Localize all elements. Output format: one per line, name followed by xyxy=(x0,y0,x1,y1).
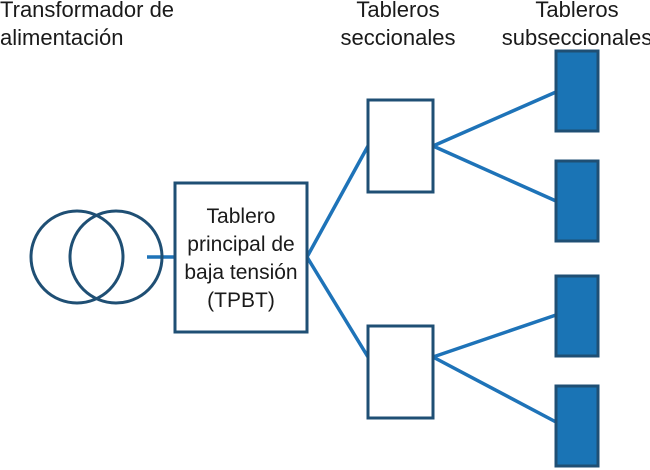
main-board-label-line4: (TPBT) xyxy=(207,289,275,312)
subsectional-label-line2: subseccionales xyxy=(502,25,650,50)
subsectional-board-2 xyxy=(554,159,600,243)
subsectional-board-3 xyxy=(554,274,600,358)
sectional-board-bottom xyxy=(366,324,435,420)
sectional-label-line1: Tableros xyxy=(356,0,439,22)
main-board-label-line3: baja tensión xyxy=(184,261,297,284)
main-board-label-line1: Tablero xyxy=(207,205,276,228)
sectional-top-to-sub2-connector xyxy=(432,144,557,203)
subsectional-label-line1: Tableros xyxy=(535,0,618,22)
main-to-sectional-bottom-connector xyxy=(305,256,370,358)
sectional-label-line2: seccionales xyxy=(341,25,456,50)
subsectional-board-4 xyxy=(554,384,600,468)
transformer-symbol-icon xyxy=(29,209,164,305)
main-board-box xyxy=(173,181,309,334)
sectional-board-top xyxy=(366,98,435,194)
transformer-label-line1: Transformador de xyxy=(0,0,174,22)
sectional-bottom-to-sub4-connector xyxy=(432,355,557,424)
subsectional-board-1 xyxy=(554,49,600,133)
main-board-label-line2: principal de xyxy=(187,233,294,256)
sectional-bottom-to-sub3-connector xyxy=(432,313,557,359)
main-to-sectional-top-connector xyxy=(305,145,370,258)
transformer-label-line2: alimentación xyxy=(0,25,124,50)
sectional-top-to-sub1-connector xyxy=(432,90,557,148)
